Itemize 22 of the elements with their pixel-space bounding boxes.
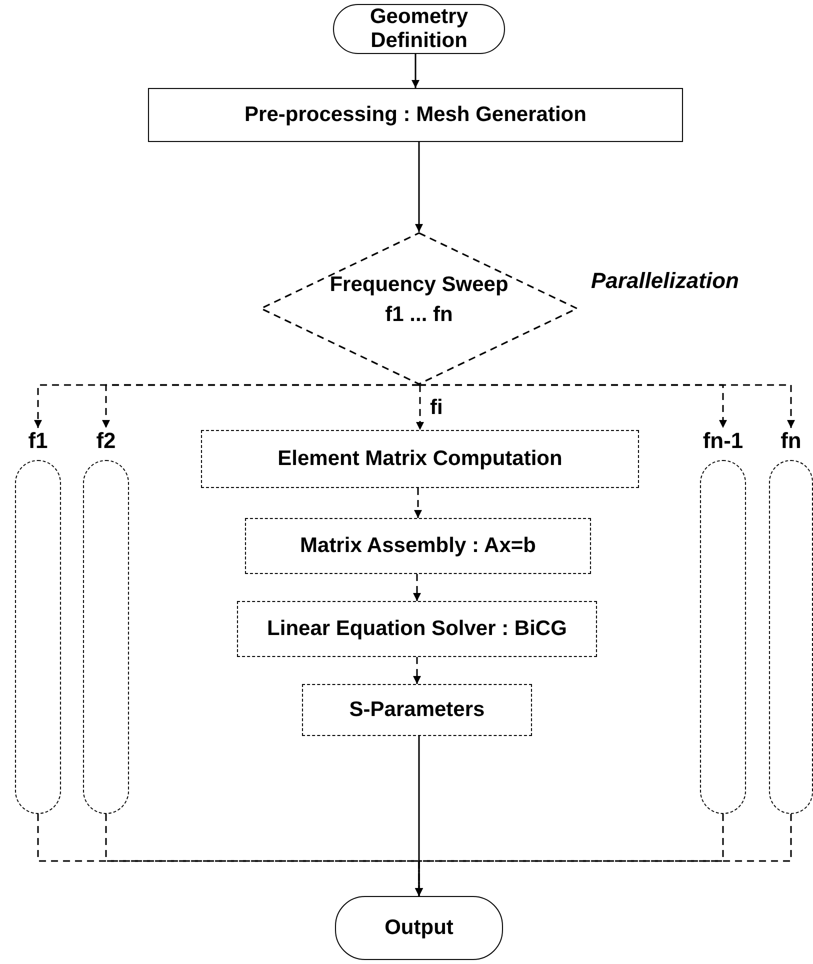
start-terminal: Geometry Definition [333, 4, 505, 54]
arrow [415, 814, 792, 896]
decision-text: Frequency Sweep f1 ... fn [328, 272, 510, 328]
process-box: Linear Equation Solver : BiCG [237, 601, 597, 657]
process-box: S-Parameters [302, 684, 532, 736]
end-terminal: Output [335, 896, 503, 960]
arrow [413, 574, 421, 601]
process-box: Element Matrix Computation [201, 430, 639, 488]
arrow [412, 54, 420, 88]
arrow [415, 142, 423, 232]
annotation-label: Parallelization [591, 268, 739, 294]
frequency-label: fn [780, 428, 802, 454]
process-box: Matrix Assembly : Ax=b [245, 518, 591, 574]
arrow [418, 384, 795, 428]
arrow [102, 384, 420, 428]
frequency-label: f2 [95, 428, 117, 454]
arrow [414, 488, 422, 518]
frequency-label: fn-1 [702, 428, 744, 454]
frequency-label: f1 [27, 428, 49, 454]
arrow [413, 657, 421, 684]
arrow [416, 385, 424, 430]
process-box: Pre-processing : Mesh Generation [148, 88, 683, 142]
